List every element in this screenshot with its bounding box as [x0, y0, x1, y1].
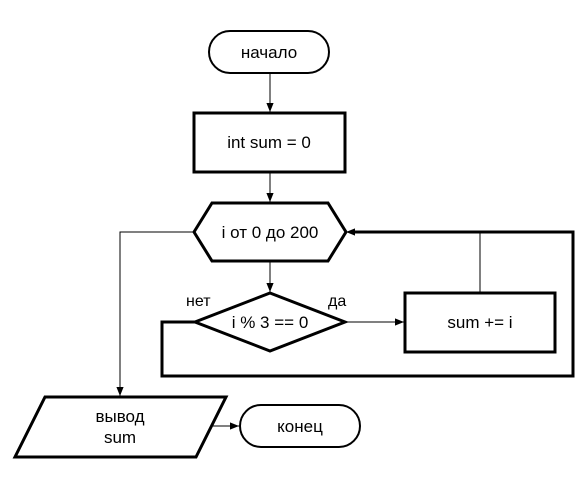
- end-label: конец: [277, 417, 323, 436]
- node-add: sum += i: [403, 291, 557, 354]
- node-init: int sum = 0: [192, 111, 347, 174]
- add-label: sum += i: [447, 313, 512, 332]
- start-label: начало: [241, 43, 297, 62]
- node-loop: i от 0 до 200: [192, 201, 348, 263]
- output-parallelogram-shape: [12, 395, 229, 459]
- edge-condition-no-loop-back: [160, 230, 575, 378]
- output-label-line1: вывод: [95, 407, 144, 426]
- edges: [116, 73, 575, 430]
- init-process-shape: [192, 111, 347, 174]
- add-process-shape: [403, 291, 557, 354]
- edge-add-back-to-loop: [346, 228, 481, 292]
- condition-label: i % 3 == 0: [232, 313, 309, 332]
- output-label-line2: sum: [104, 428, 136, 447]
- node-output: вывод sum: [12, 395, 229, 459]
- node-end: конец: [239, 404, 361, 448]
- edge-label-no: нет: [186, 293, 211, 310]
- node-condition: i % 3 == 0: [190, 291, 350, 353]
- end-terminator-shape: [239, 404, 361, 448]
- init-label: int sum = 0: [227, 133, 311, 152]
- edge-loop-exit-to-output: [116, 231, 194, 396]
- condition-diamond-shape: [190, 291, 350, 353]
- start-terminator-shape: [208, 30, 330, 74]
- edge-label-yes: да: [328, 293, 346, 310]
- loop-label: i от 0 до 200: [222, 223, 319, 242]
- node-start: начало: [208, 30, 330, 74]
- loop-hexagon-shape: [192, 201, 348, 263]
